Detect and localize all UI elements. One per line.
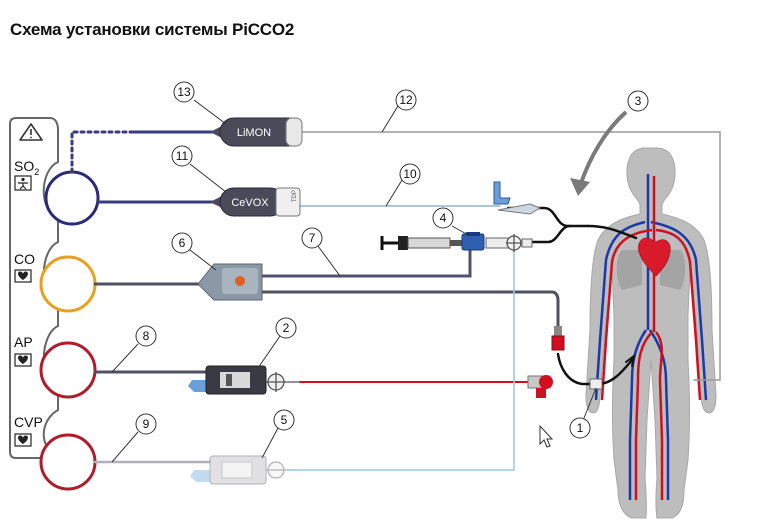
cevox-optical-probe xyxy=(493,181,542,215)
callout-4: 4 xyxy=(440,211,447,225)
callout-1: 1 xyxy=(577,421,584,435)
cvp-label: CVP xyxy=(14,414,43,430)
arterial-pressure-transducer xyxy=(188,365,300,395)
heart-defib-icon xyxy=(14,269,32,283)
so2-connector-ring xyxy=(44,170,100,226)
warning-icon xyxy=(19,123,43,141)
stopcock xyxy=(485,234,533,252)
callout-7: 7 xyxy=(309,231,316,245)
heart-defib-icon xyxy=(14,353,32,367)
cvp-pressure-transducer xyxy=(190,455,292,485)
co-connector-ring xyxy=(39,255,97,313)
callout-10: 10 xyxy=(403,167,417,181)
callout-2: 2 xyxy=(283,321,290,335)
monitor-panel-outline xyxy=(9,117,59,459)
injectate-sensor-module xyxy=(197,263,263,301)
heart-defib-icon xyxy=(14,433,32,447)
page-title: Схема установки системы PiCCO2 xyxy=(10,20,295,39)
monitor-panel: SO2 CO AP CVP xyxy=(9,117,100,491)
insertion-site-arrow xyxy=(570,110,628,196)
limon-device: LiMON xyxy=(210,117,303,147)
mouse-cursor-icon xyxy=(539,424,554,448)
cvp-connector-ring xyxy=(39,433,97,491)
so2-label: SO2 xyxy=(14,158,39,177)
cvc-to-jugular xyxy=(586,224,638,240)
arteries xyxy=(600,176,702,500)
callout-5: 5 xyxy=(281,413,288,427)
left-lung xyxy=(616,250,642,290)
femoral-catheter-tip-arrow xyxy=(625,353,636,367)
tdp-label: TDP xyxy=(292,190,298,202)
callout-11: 11 xyxy=(176,149,189,163)
callout-9: 9 xyxy=(143,417,150,431)
human-body xyxy=(585,147,717,519)
injectate-syringe xyxy=(380,236,462,250)
injectate-temperature-housing xyxy=(461,232,485,251)
venous-pressure-line xyxy=(291,247,515,471)
callout-3: 3 xyxy=(635,94,642,108)
ap-connector-ring xyxy=(39,341,97,399)
cevox-label: CeVOX xyxy=(231,197,269,209)
callout-6: 6 xyxy=(179,236,186,250)
cvc-lumen-line xyxy=(526,224,572,244)
limon-sensor-line xyxy=(299,131,721,381)
callouts: 13 12 3 11 10 4 6 7 8 2 xyxy=(111,81,649,463)
cables xyxy=(70,130,721,471)
callout-12: 12 xyxy=(399,93,413,107)
veins xyxy=(594,174,708,500)
cevox-device: CeVOX TDP xyxy=(210,187,301,217)
callout-8: 8 xyxy=(143,329,150,343)
limon-label: LiMON xyxy=(237,127,271,139)
callout-13: 13 xyxy=(177,85,191,99)
ap-label: AP xyxy=(14,334,33,350)
picco-catheter-hub xyxy=(527,326,603,398)
co-label: CO xyxy=(14,251,35,267)
thermistor-cable xyxy=(260,290,560,328)
patient-fullbody-icon xyxy=(14,175,32,191)
injectate-temp-cable xyxy=(260,248,472,278)
limon-cable xyxy=(70,130,132,174)
heart xyxy=(638,237,671,277)
